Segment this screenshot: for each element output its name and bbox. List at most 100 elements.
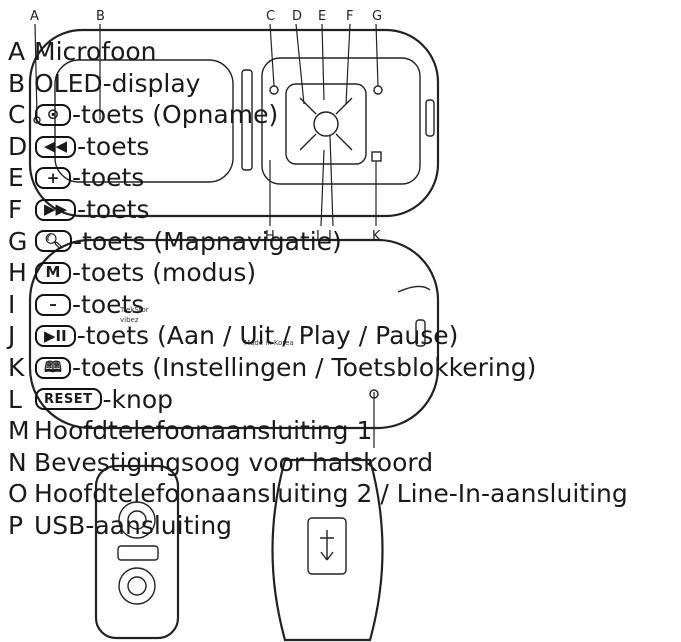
legend-letter: N [8,447,27,477]
device-end-jacks [94,464,180,640]
legend-text: -toets [72,289,145,319]
legend-text: -toets (modus) [72,258,257,288]
legend-key-icon: 🔍︎ [35,230,73,253]
pad-dividers [299,97,353,151]
legend-item-a: A Microfoon [8,36,628,68]
settings-key [371,151,382,162]
legend-text: Microfoon [34,37,157,66]
legend-text: OLED-display [34,68,201,98]
legend-item-k: K 🕮-toets (Instellingen / Toetsblokkering… [8,352,628,384]
legend-letter: M [8,416,30,446]
legend-key-icon: – [35,293,71,316]
device-back-outline [28,238,440,430]
usb-port [307,517,347,575]
headphone-jack-1-core [127,510,147,530]
headphone-jack-1 [118,501,156,539]
leader-d [295,23,305,105]
legend-key-icon: M [35,261,71,284]
legend-item-b: B OLED-display [8,68,628,100]
legend-letter: C [8,100,26,130]
legend-text: -toets (Instellingen / Toetsblokkering) [72,352,537,382]
figure-letter-d: D [292,9,302,24]
device-made-label: Made in Korea [244,339,294,347]
navigation-pad [285,83,367,165]
brand-strip [241,69,253,171]
legend-key-icon: + [35,167,71,190]
oled-display [54,59,234,183]
legend-letter: O [8,479,28,509]
legend-letter: K [8,352,25,382]
legend-item-e: E +-toets [8,162,628,194]
legend-item-d: D◀◀-toets [8,131,628,163]
legend-item-j: J▶II-toets (Aan / Uit / Play / Pause) [8,320,628,352]
legend-item-p: P USB-aansluiting [8,510,628,542]
legend-letter: H [8,258,27,288]
figure-letter-e: E [318,9,326,24]
leader-c [269,23,275,87]
device-brand-label: TrekStor [119,306,149,314]
legend-item-l: L RESET-knop [8,384,628,416]
legend-key-icon: ◀◀ [35,135,77,158]
reset-hole [369,389,379,399]
figure-letter-i: I [316,229,320,244]
legend-text: USB-aansluiting [34,510,233,540]
legend-text: -toets (Opname) [72,100,279,130]
device-model-label: vibez [120,316,139,324]
leader-j [329,135,334,227]
legend-letter: B [8,68,26,98]
lanyard-eyelet [117,545,159,561]
legend-letter: D [8,131,28,161]
legend-text: Bevestigingsoog voor halskoord [34,447,434,477]
legend-text: Hoofdtelefoonaansluiting 1 [34,416,373,446]
figure-letters: A B C D E F G H I J K [30,9,382,244]
legend-text: -toets [77,194,150,224]
legend-letter: F [8,194,23,224]
legend-key-icon: ▶▶ [35,198,77,221]
legend-text: -knop [102,384,174,414]
legend-item-c: C ⊙-toets (Opname) [8,99,628,131]
device-back-view: TrekStor vibez Made in Korea [28,238,440,448]
legend-item-i: I–-toets [8,289,628,321]
usb-icon [320,530,334,561]
jack-end-outline [94,464,180,640]
figure-letter-f: F [346,9,353,24]
leader-i [320,149,325,227]
legend-text: -toets [72,163,145,193]
legend-letter: A [8,37,26,66]
legend-letter: I [8,289,16,319]
legend-letter: P [8,510,24,540]
leader-e [321,23,325,101]
figure-letter-c: C [266,9,275,24]
legend-text: -toets (Aan / Uit / Play / Pause) [76,321,459,351]
legend-letter: L [8,384,22,414]
figure-letter-g: G [372,9,382,24]
leader-f [345,23,351,105]
legend-text: Hoofdtelefoonaansluiting 2 / Line-In-aan… [34,479,628,509]
legend-item-f: F ▶▶-toets [8,194,628,226]
headphone-jack-2-core [127,576,147,596]
figure-letter-j: J [327,229,332,244]
legend-key-icon: RESET [35,388,102,411]
device-end-usb [271,458,384,642]
legend-letter: G [8,226,28,256]
device-front-outline [28,28,440,218]
legend-key-icon: 🕮 [35,356,71,379]
legend-item-g: G 🔍︎-toets (Mapnavigatie) [8,226,628,258]
device-front-view [28,23,440,227]
leader-a [34,23,38,119]
side-button [425,99,435,137]
figure-letter-k: K [372,229,381,244]
back-side-button [415,319,426,347]
legend-key-icon: ⊙ [35,103,71,126]
legend-letter: E [8,163,24,193]
legend-text: -toets (Mapnavigatie) [73,226,342,256]
figure-letter-a: A [30,9,39,24]
figure-letter-h: H [265,229,275,244]
legend-letter: J [8,321,16,351]
